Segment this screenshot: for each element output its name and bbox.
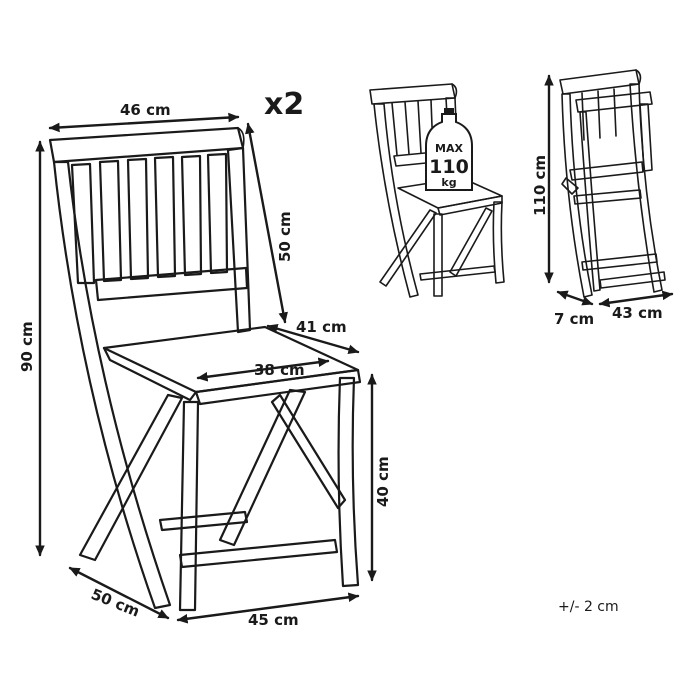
folded-depth-label: 7 cm — [554, 310, 594, 328]
main-dimension-lines — [35, 112, 377, 624]
folded-dimension-lines — [544, 74, 674, 308]
weight-bottle-icon — [425, 108, 473, 191]
quantity-label: x2 — [264, 87, 304, 122]
total-height-label: 90 cm — [18, 321, 36, 372]
folded-chair — [559, 69, 666, 298]
back-height-label: 50 cm — [276, 211, 294, 262]
tolerance-label: +/- 2 cm — [558, 599, 619, 615]
folded-width-label: 43 cm — [612, 304, 663, 322]
base-width-label: 45 cm — [248, 611, 299, 629]
seat-width-label: 38 cm — [254, 361, 305, 379]
small-chair-weight-view — [369, 83, 505, 298]
seat-depth-label: 41 cm — [296, 318, 347, 336]
weight-unit-label: kg — [441, 176, 456, 189]
weight-max-label: MAX — [435, 142, 463, 155]
main-chair — [48, 126, 362, 612]
weight-value-label: 110 — [429, 156, 469, 178]
seat-height-label: 40 cm — [374, 456, 392, 507]
folded-height-label: 110 cm — [531, 155, 549, 216]
width-top-label: 46 cm — [120, 101, 171, 119]
